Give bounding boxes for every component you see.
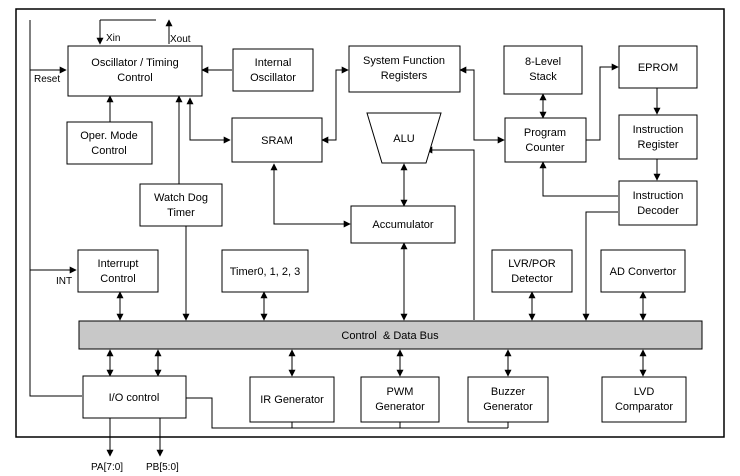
sfr-line-1: Registers <box>381 70 428 82</box>
ir-line-1: Register <box>638 139 679 151</box>
int-line-0: Interrupt <box>98 258 139 270</box>
reset-label: Reset <box>34 74 60 85</box>
wdt-line-0: Watch Dog <box>154 192 208 204</box>
internal-osc-line-0: Internal <box>255 57 292 69</box>
ad-line-0: AD Convertor <box>610 266 677 278</box>
instruction-register-block: Instruction Register <box>618 114 698 160</box>
buzzer-line-1: Generator <box>483 401 533 413</box>
wdt-line-1: Timer <box>167 207 195 219</box>
io-control-block: I/O control <box>82 375 187 419</box>
oper-mode-line-0: Oper. Mode <box>80 130 137 142</box>
xout-label: Xout <box>170 34 191 45</box>
int-line-1: Control <box>100 273 135 285</box>
ad-convertor-block: AD Convertor <box>600 249 686 293</box>
internal-oscillator-block: Internal Oscillator <box>232 48 314 92</box>
sram-acc <box>270 163 351 228</box>
pc-eprom <box>586 63 619 141</box>
lvr-line-0: LVR/POR <box>508 258 556 270</box>
oper-mode-line-1: Control <box>91 145 126 157</box>
lvr-line-1: Detector <box>511 273 553 285</box>
bus-label: Control & Data Bus <box>341 330 439 342</box>
eprom-line-0: EPROM <box>638 62 678 74</box>
oscillator-block: Oscillator / Timing Control <box>67 45 203 97</box>
acc-line-0: Accumulator <box>372 219 433 231</box>
eprom-block: EPROM <box>618 45 698 89</box>
alu-block: ALU <box>366 112 442 164</box>
pwm-line-0: PWM <box>387 386 414 398</box>
ir-line-0: Instruction <box>633 124 684 136</box>
pa-label: PA[7:0] <box>91 462 123 473</box>
outer-frame <box>15 8 725 438</box>
io-line-0: I/O control <box>109 392 160 404</box>
oscillator-line-1: Control <box>117 72 152 84</box>
watchdog-block: Watch Dog Timer <box>139 183 223 227</box>
lvr-por-block: LVR/POR Detector <box>491 249 573 293</box>
sram-block: SRAM <box>231 117 323 163</box>
alu-bus <box>425 146 475 320</box>
irgen-line-0: IR Generator <box>260 394 324 406</box>
left-rail <box>29 70 82 397</box>
io-gen-link <box>186 397 508 429</box>
oper-mode-block: Oper. Mode Control <box>66 121 153 165</box>
sfr-pc <box>459 66 505 144</box>
stack-line-0: 8-Level <box>525 56 561 68</box>
control-data-bus: Control & Data Bus <box>78 320 703 350</box>
program-counter-block: Program Counter <box>504 117 587 163</box>
sram-line-0: SRAM <box>261 135 293 147</box>
stack-block: 8-Level Stack <box>503 45 583 95</box>
pc-line-0: Program <box>524 127 566 139</box>
id-line-1: Decoder <box>637 205 679 217</box>
timer-line-0: Timer0, 1, 2, 3 <box>230 266 301 278</box>
internal-osc-line-1: Oscillator <box>250 72 296 84</box>
timer-block: Timer0, 1, 2, 3 <box>221 249 309 293</box>
pc-line-1: Counter <box>525 142 564 154</box>
alu-line-0: ALU <box>393 133 414 145</box>
lvd-comparator-block: LVD Comparator <box>601 376 687 423</box>
oscillator-line-0: Oscillator / Timing <box>91 57 178 69</box>
stack-line-1: Stack <box>529 71 557 83</box>
instruction-decoder-block: Instruction Decoder <box>618 180 698 226</box>
lvd-line-0: LVD <box>634 386 655 398</box>
ir-generator-block: IR Generator <box>249 376 335 423</box>
buzzer-line-0: Buzzer <box>491 386 526 398</box>
pwm-generator-block: PWM Generator <box>360 376 440 423</box>
lvd-line-1: Comparator <box>615 401 673 413</box>
pb-label: PB[5:0] <box>146 462 179 473</box>
buzzer-generator-block: Buzzer Generator <box>467 376 549 423</box>
system-function-registers-block: System Function Registers <box>348 45 461 93</box>
pwm-line-1: Generator <box>375 401 425 413</box>
id-bus <box>582 211 618 321</box>
osc-sram <box>186 97 231 144</box>
accumulator-block: Accumulator <box>350 205 456 244</box>
id-pc <box>539 161 618 197</box>
id-line-0: Instruction <box>633 190 684 202</box>
sram-sfr <box>321 66 349 144</box>
int-label: INT <box>56 276 72 287</box>
xin-label: Xin <box>106 33 120 44</box>
connections <box>29 19 661 457</box>
interrupt-block: Interrupt Control <box>77 249 159 293</box>
sfr-line-0: System Function <box>363 55 445 67</box>
reset-line <box>29 20 67 74</box>
